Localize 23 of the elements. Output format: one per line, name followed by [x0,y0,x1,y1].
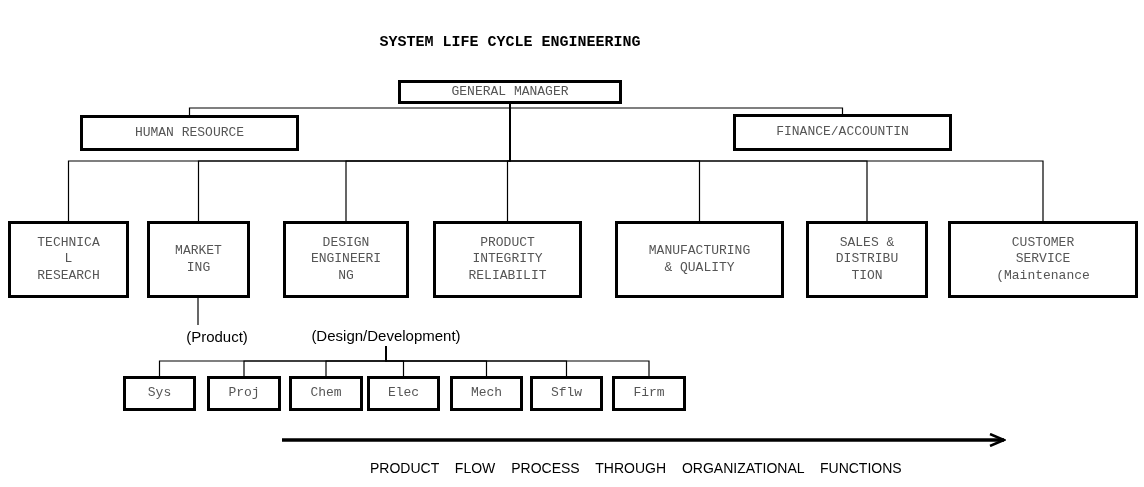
discipline-box: Elec [367,376,440,411]
department-box: TECHNICA L RESEARCH [8,221,129,298]
flow-caption: PRODUCT FLOW PROCESS THROUGH ORGANIZATIONAL FUNCTIONS [370,460,903,476]
connector-line [385,345,650,377]
department-box: MARKET ING [147,221,250,298]
discipline-box: Sys [123,376,196,411]
connector-line [197,297,199,326]
department-box: CUSTOMER SERVICE (Maintenance [948,221,1138,298]
department-box: GENERAL MANAGER [398,80,622,104]
discipline-box: Firm [612,376,686,411]
discipline-box: Mech [450,376,523,411]
department-box: HUMAN RESOURCE [80,115,299,151]
department-box: FINANCE/ACCOUNTIN [733,114,952,151]
group-label: (Design/Development) [290,324,482,346]
discipline-box: Sflw [530,376,603,411]
discipline-box: Chem [289,376,363,411]
group-label: (Product) [178,325,256,347]
department-box: MANUFACTURING & QUALITY [615,221,784,298]
department-box: PRODUCT INTEGRITY RELIABILIT [433,221,582,298]
department-box: DESIGN ENGINEERI NG [283,221,409,298]
department-box: SALES & DISTRIBU TION [806,221,928,298]
diagram-title: SYSTEM LIFE CYCLE ENGINEERING [378,34,642,51]
discipline-box: Proj [207,376,281,411]
